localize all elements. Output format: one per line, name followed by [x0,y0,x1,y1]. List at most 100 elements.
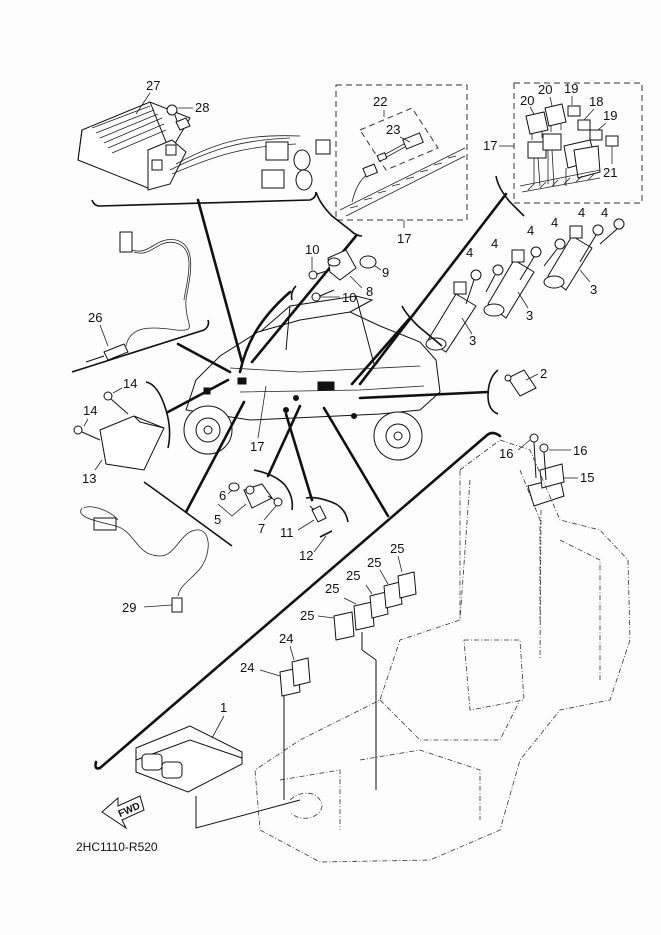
gasket-12[interactable] [319,530,333,538]
bolt-4-6[interactable] [599,218,625,245]
drawing-code: 2HC1110-R520 [76,840,158,854]
callout-17-vehicle: 17 [250,439,264,454]
callout-17-relay-box: 17 [483,138,497,153]
injector-3-middle[interactable] [483,249,535,319]
bolt-4-1[interactable] [465,269,482,305]
callout-15: 15 [580,470,594,485]
relay-20a[interactable] [525,111,549,140]
sub-lead-23[interactable] [376,132,424,162]
sensor-8[interactable] [327,249,357,281]
bolt-16-right[interactable] [539,443,549,481]
callout-22: 22 [373,94,387,109]
callout-3-left: 3 [469,333,476,348]
callout-7: 7 [258,521,265,536]
o-ring-9[interactable] [359,255,377,269]
bolt-10-lower[interactable] [311,289,335,302]
callout-24-upper: 24 [279,631,293,646]
callout-6: 6 [219,488,226,503]
callout-18: 18 [589,94,603,109]
bolt-16-left[interactable] [529,433,539,479]
callout-2: 2 [540,366,547,381]
bolt-14-lower[interactable] [73,425,101,441]
relay-25-4[interactable] [383,581,403,609]
callout-29: 29 [122,600,136,615]
bolt-7[interactable] [267,495,283,507]
relay-20b[interactable] [544,103,567,132]
callout-13: 13 [82,471,96,486]
control-module-27[interactable] [77,101,191,191]
callout-23: 23 [386,122,400,137]
ecu-1[interactable] [135,725,243,793]
callout-4-2: 4 [491,236,498,251]
connector-29[interactable] [93,517,117,531]
fuse-21[interactable] [605,135,619,147]
fuse-19b[interactable] [589,129,603,141]
sensor-8-group: 10 10 9 8 [238,242,389,374]
injector-group: 4 4 4 4 4 4 3 3 3 [350,205,625,386]
bolt-4-4[interactable] [543,238,566,267]
sensor-11-group: 11 12 [280,412,349,563]
unit-13[interactable] [99,415,165,471]
callout-16-left: 16 [499,446,513,461]
callout-26: 26 [88,310,102,325]
callout-10-upper: 10 [305,242,319,257]
relay-25-1[interactable] [333,611,355,641]
fuse-18[interactable] [577,119,591,131]
sensor-29[interactable] [171,597,183,613]
sensor-5-group: 6 5 7 [214,404,302,536]
callout-19-top: 19 [564,81,578,96]
injector-3-left[interactable] [425,281,477,353]
bolt-14-upper[interactable] [103,391,129,415]
wire-harness-detail-box: 22 23 17 [250,84,468,364]
vehicle-illustration: 17 [183,295,441,461]
callout-3-right: 3 [590,282,597,297]
callout-14-upper: 14 [123,376,137,391]
callout-25-4: 25 [367,555,381,570]
temperature-sensor-11[interactable] [309,505,327,523]
bolt-28[interactable] [166,104,191,131]
connector-26[interactable] [119,231,133,253]
callout-20-left: 20 [520,93,534,108]
fuse-19a[interactable] [567,105,581,117]
callout-19-lower: 19 [603,108,617,123]
relay-25-group: 25 25 25 25 25 [300,541,417,790]
callout-17-harness-box: 17 [397,231,411,246]
frame-tray [254,439,631,863]
callout-28: 28 [195,100,209,115]
relay-25-5[interactable] [397,571,417,599]
relay-25-3[interactable] [369,591,389,619]
module-27-group: 27 28 [77,78,331,364]
bolt-4-5[interactable] [579,224,604,263]
connector-cluster-27[interactable] [261,139,331,191]
relay-24-2[interactable] [291,657,311,687]
callout-8: 8 [366,284,373,299]
callout-25-3: 25 [346,568,360,583]
injector-3-right[interactable] [543,225,593,291]
callout-21: 21 [603,165,617,180]
bolt-4-3[interactable] [519,246,542,281]
callout-4-3: 4 [527,223,534,238]
o-ring-6[interactable] [228,482,240,492]
relay-24-group: 24 24 [240,631,311,800]
callout-27: 27 [146,78,160,93]
callout-3-middle: 3 [526,308,533,323]
callout-14-lower: 14 [83,403,97,418]
callout-9: 9 [382,265,389,280]
relay-15[interactable] [527,463,565,507]
ecu-1-group: 1 [135,700,301,829]
callout-25-5: 25 [390,541,404,556]
callout-4-4: 4 [551,215,558,230]
bolt-4-2[interactable] [485,264,504,293]
sensor-26[interactable] [85,343,129,363]
bolt-10-upper[interactable] [308,269,331,280]
callout-24-lower: 24 [240,660,254,675]
callout-25-1: 25 [300,608,314,623]
pressure-switch-2[interactable] [504,369,537,397]
sensor-5[interactable] [243,483,273,509]
callout-4-1: 4 [466,245,473,260]
callout-1: 1 [220,700,227,715]
relay-15-group: 16 16 15 [499,433,594,661]
fuse-relay-detail-box: 20 20 19 18 19 21 17 [358,81,643,386]
relay-25-2[interactable] [353,601,375,631]
callout-16-right: 16 [573,443,587,458]
